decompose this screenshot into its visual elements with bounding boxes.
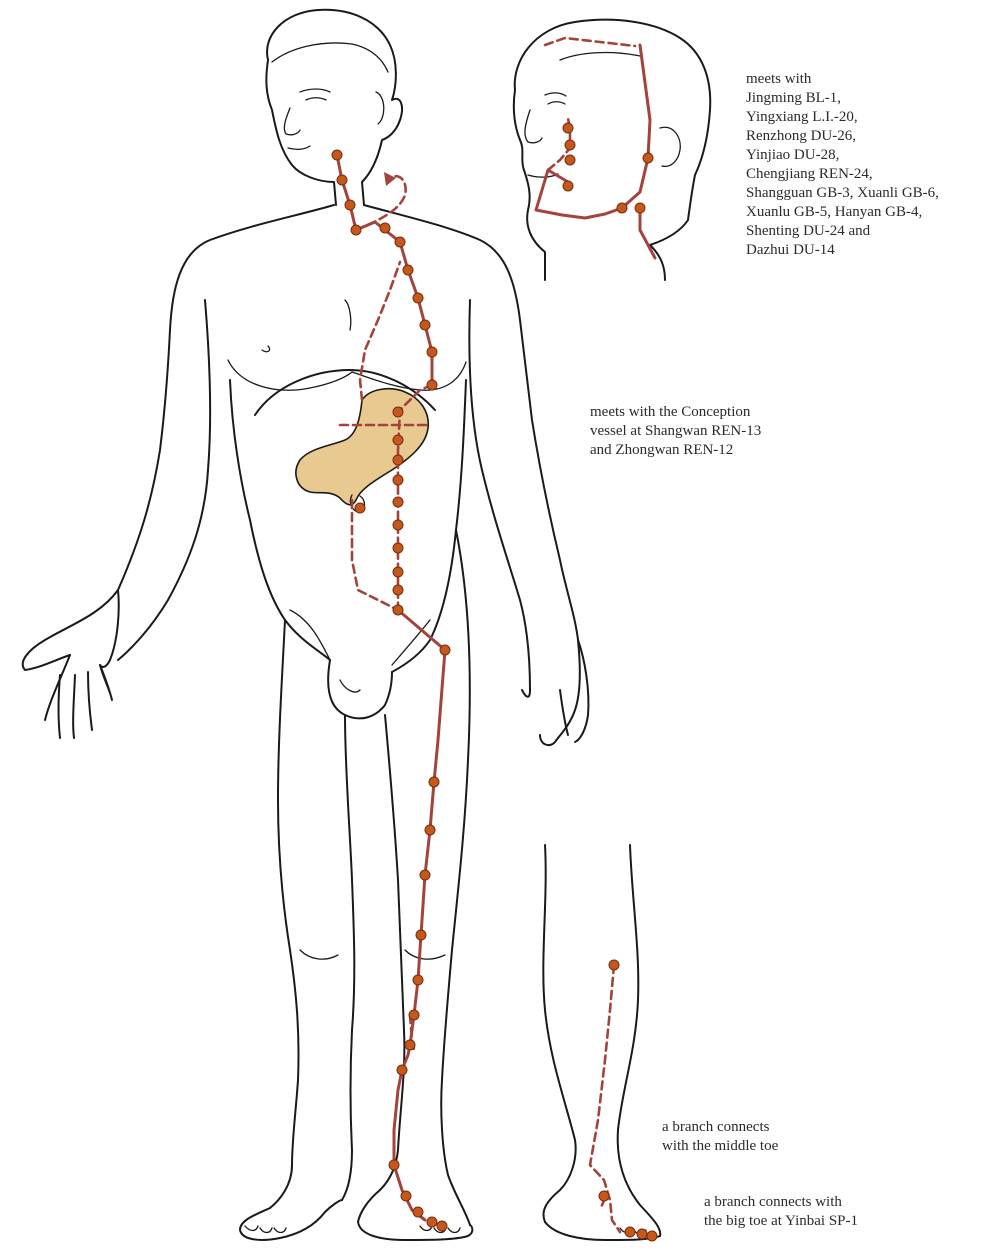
acupuncture-point-dot [563,123,573,133]
acupuncture-point-dot [393,605,403,615]
acupuncture-point-dot [617,203,627,213]
acupuncture-point-dot [420,320,430,330]
label-line: with the middle toe [662,1137,778,1156]
acupuncture-point-dot [401,1191,411,1201]
channel-line-solid [640,208,655,258]
label-line: meets with [746,70,939,89]
acupuncture-point-dot [425,825,435,835]
channel-line-solid [337,155,432,385]
acupuncture-point-dot [355,503,365,513]
acupuncture-point-dot [393,543,403,553]
acupuncture-point-dot [351,225,361,235]
acupuncture-point-dot [393,497,403,507]
acupuncture-point-dot [643,153,653,163]
stomach-organ [296,389,428,505]
label-line: the big toe at Yinbai SP-1 [704,1212,858,1231]
acupuncture-point-dot [609,960,619,970]
label-line: Shangguan GB-3, Xuanli GB-6, [746,184,939,203]
label-line: Chengjiang REN-24, [746,165,939,184]
acupuncture-point-dot [565,155,575,165]
channel-line-dashed [352,500,398,610]
label-line: Yingxiang L.I.-20, [746,108,939,127]
acupuncture-point-dot [332,150,342,160]
leg-inset [543,845,660,1240]
label-line: Shenting DU-24 and [746,222,939,241]
acupuncture-point-dot [437,1221,447,1231]
channel-line-solid [394,610,445,1220]
label-line: Yinjiao DU-28, [746,146,939,165]
arrow-icon [384,172,396,186]
acupuncture-point-dot [393,585,403,595]
acupuncture-point-dot [637,1229,647,1239]
stomach-channel-pathway [337,38,655,1232]
acupuncture-point-dot [565,140,575,150]
body-outline [23,10,589,1240]
acupuncture-point-dot [393,407,403,417]
acupuncture-point-dot [420,870,430,880]
acupuncture-point-dot [395,237,405,247]
acupuncture-point-dot [397,1065,407,1075]
acupuncture-point-dot [635,203,645,213]
acupuncture-point-dot [380,223,390,233]
acupuncture-points [332,123,657,1241]
head-inset [514,20,710,280]
acupuncture-point-dot [413,975,423,985]
acupuncture-point-dot [405,1040,415,1050]
acupuncture-point-dot [429,777,439,787]
acupuncture-point-dot [599,1191,609,1201]
acupuncture-point-dot [393,455,403,465]
acupuncture-point-dot [647,1231,657,1241]
acupuncture-point-dot [393,435,403,445]
acupuncture-point-dot [337,175,347,185]
label-line: meets with the Conception [590,403,761,422]
label-line: a branch connects [662,1118,778,1137]
label-line: Xuanlu GB-5, Hanyan GB-4, [746,203,939,222]
acupuncture-point-dot [427,1217,437,1227]
acupuncture-point-dot [413,1207,423,1217]
label-line: Dazhui DU-14 [746,241,939,260]
label-line: vessel at Shangwan REN-13 [590,422,761,441]
label-line: a branch connects with [704,1193,858,1212]
acupuncture-point-dot [389,1160,399,1170]
acupuncture-point-dot [427,347,437,357]
acupuncture-point-dot [393,520,403,530]
acupuncture-point-dot [409,1010,419,1020]
acupuncture-point-dot [563,181,573,191]
acupuncture-point-dot [440,645,450,655]
acupuncture-point-dot [393,475,403,485]
acupuncture-point-dot [625,1227,635,1237]
channel-line-solid [536,45,650,218]
channel-line-dashed [545,38,635,46]
label-line: Jingming BL-1, [746,89,939,108]
label-line: and Zhongwan REN-12 [590,441,761,460]
acupuncture-point-dot [427,380,437,390]
acupuncture-point-dot [345,200,355,210]
acupuncture-point-dot [403,265,413,275]
acupuncture-point-dot [393,567,403,577]
acupuncture-point-dot [413,293,423,303]
acupuncture-point-dot [416,930,426,940]
label-line: Renzhong DU-26, [746,127,939,146]
